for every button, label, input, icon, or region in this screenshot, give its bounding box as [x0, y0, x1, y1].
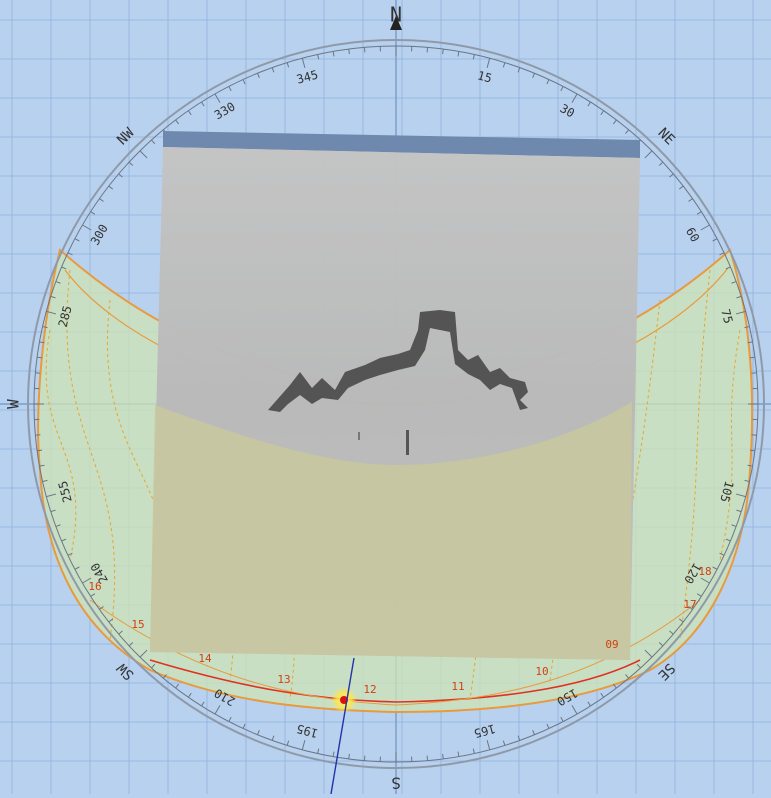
tick-mark: [129, 162, 133, 165]
tick-mark: [533, 73, 535, 78]
tick-mark: [443, 754, 444, 759]
terrain-overlay: [150, 131, 640, 660]
hour-label: 10: [535, 665, 548, 678]
tick-mark: [257, 730, 259, 735]
tick-mark: [588, 702, 591, 706]
tick-mark: [713, 239, 717, 241]
tick-mark: [151, 140, 154, 144]
tick-mark: [750, 450, 755, 451]
tick-mark: [697, 212, 701, 215]
tick-mark: [601, 111, 604, 115]
tick-mark: [601, 693, 604, 697]
tick-mark: [302, 58, 305, 68]
hour-label: 13: [277, 673, 290, 686]
tick-mark: [458, 51, 459, 56]
tick-mark: [272, 736, 274, 741]
compass-northeast-label: NE: [654, 125, 677, 148]
tick-mark: [243, 724, 245, 729]
hour-label: 17: [683, 598, 696, 611]
tick-mark: [37, 357, 42, 358]
hour-label: 18: [698, 565, 711, 578]
hour-label: 09: [605, 638, 618, 651]
tick-mark: [688, 199, 692, 202]
bearing-label: 330: [212, 99, 238, 122]
tick-mark: [669, 174, 673, 177]
tick-mark: [318, 749, 319, 754]
bearing-label: 60: [683, 225, 702, 245]
tick-mark: [91, 212, 95, 215]
tick-mark: [645, 151, 652, 158]
tick-mark: [333, 51, 334, 56]
hour-label: 16: [88, 580, 101, 593]
compass-northwest-label: NW: [114, 125, 138, 149]
tick-mark: [257, 73, 259, 78]
hour-label: 15: [131, 618, 144, 631]
tick-mark: [272, 68, 274, 73]
compass-south-label: S: [391, 774, 401, 793]
tick-mark: [750, 357, 755, 358]
tick-mark: [188, 693, 191, 697]
tick-mark: [679, 186, 683, 189]
tick-mark: [503, 63, 505, 68]
tick-mark: [243, 80, 245, 85]
tick-mark: [572, 705, 577, 714]
tick-mark: [458, 752, 459, 757]
sun-position-marker[interactable]: [331, 687, 357, 713]
tick-mark: [473, 749, 474, 754]
bearing-label: 15: [476, 68, 494, 85]
tick-mark: [503, 741, 505, 746]
tick-mark: [176, 684, 179, 688]
tick-mark: [561, 717, 563, 721]
tick-mark: [140, 151, 147, 158]
tick-mark: [109, 186, 113, 189]
tick-mark: [75, 239, 79, 241]
hour-label: 12: [363, 683, 376, 696]
compass-southwest-label: SW: [114, 659, 138, 683]
tick-mark: [588, 102, 591, 106]
tick-mark: [99, 199, 103, 202]
tick-mark: [201, 102, 204, 106]
tick-mark: [229, 717, 231, 721]
bearing-label: 195: [295, 721, 320, 740]
tick-mark: [37, 450, 42, 451]
tick-mark: [215, 705, 220, 714]
tick-mark: [701, 225, 710, 230]
tick-mark: [613, 120, 616, 124]
tick-mark: [119, 174, 123, 177]
hour-label: 14: [198, 652, 212, 665]
tick-mark: [333, 752, 334, 757]
bearing-label: 30: [557, 101, 577, 120]
tick-mark: [625, 130, 628, 134]
tick-mark: [547, 80, 549, 85]
compass-west-label: W: [4, 399, 23, 409]
tick-mark: [561, 86, 563, 90]
bearing-label: 300: [88, 222, 111, 248]
bearing-label: 165: [472, 721, 497, 740]
tick-mark: [443, 49, 444, 54]
tick-mark: [229, 86, 231, 90]
tick-mark: [349, 49, 350, 54]
tick-mark: [201, 702, 204, 706]
tick-mark: [533, 730, 535, 735]
tick-mark: [547, 724, 549, 729]
tick-mark: [188, 111, 191, 115]
tick-mark: [287, 63, 289, 68]
tick-mark: [487, 740, 490, 750]
tick-mark: [487, 58, 490, 68]
bearing-label: 345: [295, 67, 320, 86]
tick-mark: [349, 754, 350, 759]
tick-mark: [659, 162, 663, 165]
hour-label: 11: [451, 680, 464, 693]
tick-mark: [287, 741, 289, 746]
tick-mark: [302, 740, 305, 750]
tick-mark: [176, 120, 179, 124]
